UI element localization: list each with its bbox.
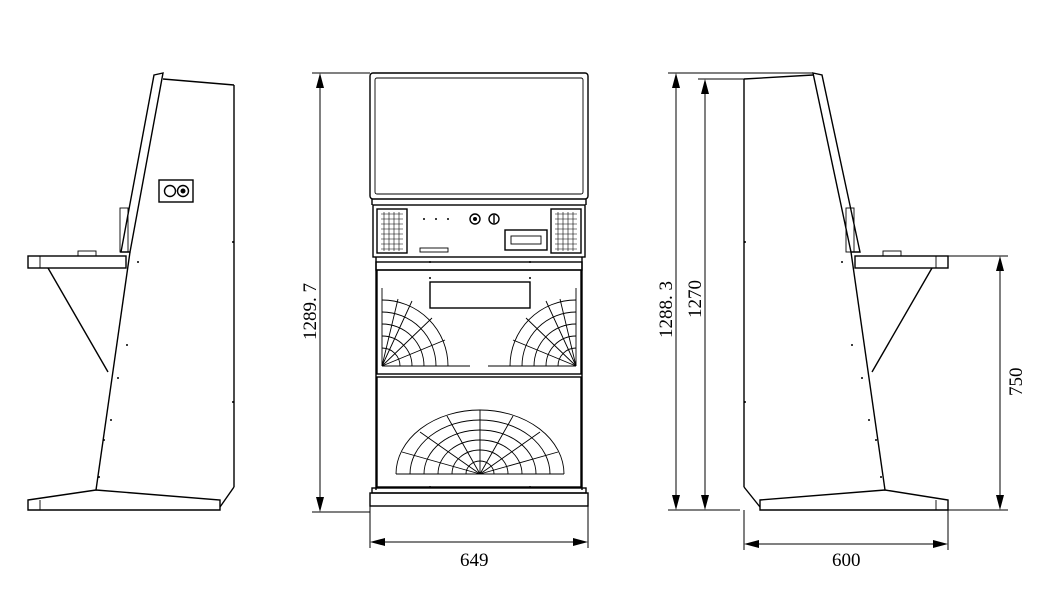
- left-shelf-support: [47, 267, 109, 373]
- left-side-knob-2: [176, 184, 190, 198]
- right-back-foot: [743, 486, 761, 508]
- left-base: [27, 489, 221, 511]
- front-view: [369, 72, 589, 507]
- left-back-foot: [219, 486, 235, 508]
- left-screw-dots: [98, 241, 234, 478]
- left-side-plate: [158, 179, 194, 203]
- left-bracket: [119, 207, 129, 253]
- front-base: [369, 492, 589, 507]
- dimension-width-front: [369, 506, 589, 548]
- right-front-edge: [850, 251, 886, 491]
- front-monitor-frame: [369, 72, 589, 200]
- front-speaker-left: [376, 208, 408, 254]
- upper-grille-left: [381, 288, 470, 367]
- speaker-grille-left: [381, 212, 403, 251]
- right-shelf-support: [871, 267, 933, 373]
- left-top-edge: [162, 78, 235, 86]
- dim-label-depth-side: 600: [832, 550, 861, 571]
- front-slot: [419, 247, 449, 253]
- front-speaker-right: [550, 208, 582, 254]
- dimension-height-side-a: [668, 72, 814, 511]
- lower-fan-grille: [395, 409, 565, 475]
- speaker-grille-right: [555, 212, 577, 251]
- front-bill-acceptor: [504, 229, 548, 251]
- right-top-edge: [743, 74, 814, 80]
- right-button: [882, 250, 902, 257]
- right-bracket: [845, 207, 855, 253]
- left-front-edge: [95, 251, 131, 491]
- dim-label-desk-height: 750: [1006, 368, 1027, 397]
- dimension-height-front: [312, 72, 370, 513]
- dim-label-height-side-b: 1270: [685, 280, 706, 318]
- dim-label-height-front: 1289. 7: [300, 283, 321, 340]
- left-monitor-slab: [120, 72, 164, 253]
- front-control-panel: [372, 204, 586, 258]
- right-screw-dots: [744, 241, 882, 478]
- dimension-desk-height: [948, 255, 1008, 511]
- front-button-2: [488, 213, 500, 225]
- left-button: [77, 250, 97, 257]
- right-control-shelf: [854, 255, 949, 269]
- right-monitor-slab: [812, 72, 861, 253]
- left-side-view: [27, 72, 235, 511]
- dimension-depth-side: [743, 510, 949, 550]
- front-lower-door: [376, 376, 582, 488]
- front-panel-dots: [423, 218, 449, 220]
- dimension-height-side-b: [698, 78, 744, 510]
- front-button-1: [469, 213, 481, 225]
- left-control-shelf: [27, 255, 127, 269]
- front-display-window: [429, 281, 531, 309]
- right-side-view: [743, 72, 949, 511]
- front-monitor-screen: [374, 77, 584, 195]
- dim-label-width-front: 649: [460, 550, 489, 571]
- front-upper-door: [376, 269, 582, 375]
- left-side-knob-1: [163, 184, 177, 198]
- upper-grille-right: [488, 288, 577, 367]
- right-base: [759, 489, 949, 511]
- dim-label-height-side-a: 1288. 3: [656, 281, 677, 338]
